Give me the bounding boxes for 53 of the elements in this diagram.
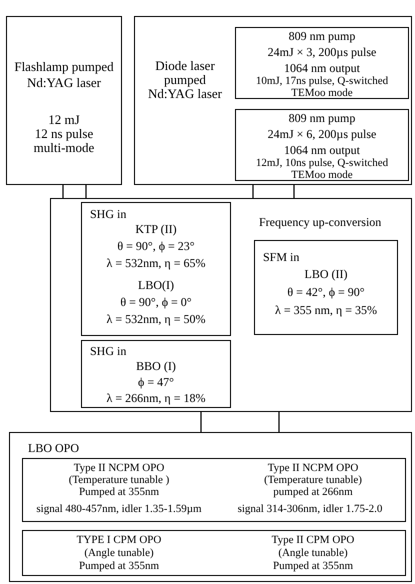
connector-line <box>278 412 280 432</box>
laser-box <box>134 16 412 185</box>
opo-box <box>22 458 406 522</box>
box-text: LBO(I) <box>138 277 174 294</box>
box-text: Flashlamp pumped Nd:YAG laser <box>13 59 115 91</box>
crystal-box <box>81 340 231 408</box>
connector-line <box>62 185 64 198</box>
box-text: Type II CPM OPO (Angle tunable) Pumped at 355nm <box>270 534 356 573</box>
box-text: multi-mode <box>32 141 96 155</box>
box-text: signal 314-306nm, idler 1.75-2.0 <box>236 502 384 516</box>
box-text: 12mJ, 10ns pulse, Q-switched TEMoo mode <box>254 157 390 181</box>
connector-line <box>293 185 295 198</box>
opo-box <box>22 530 406 576</box>
box-text: SFM in <box>262 249 300 265</box>
crystal-box <box>81 202 231 336</box>
box-text: Type II NCPM OPO (Temperature tunable) pumped at 266nm <box>263 462 363 498</box>
connector-line <box>85 185 87 198</box>
box-text: 1064 nm output <box>284 61 360 75</box>
box-text: Type II NCPM OPO (Temperature tunable ) Pumped at 355nm <box>68 462 170 498</box>
box-text: λ = 355 nm, η = 35% <box>275 302 377 319</box>
specification-box <box>235 109 409 181</box>
box-text: θ = 90°, ϕ = 0° <box>120 294 192 311</box>
box-text: λ = 532nm, η = 65% <box>106 255 206 272</box>
box-text: TYPE I CPM OPO (Angle tunable) Pumped at 355nm <box>76 534 162 573</box>
box-text: KTP (II) <box>135 221 177 238</box>
box-text: 10mJ, 17ns pulse, Q-switched TEMoo mode <box>254 75 390 99</box>
box-text: 809 nm pump <box>288 111 356 126</box>
box-text: LBO OPO <box>28 441 80 455</box>
box-text: ϕ = 47° <box>138 374 174 390</box>
box-text: SHG in <box>89 344 126 358</box>
box-text: 809 nm pump <box>288 29 356 44</box>
box-text: Frequency up-conversion <box>259 215 382 229</box>
box-text: λ = 266nm, η = 18% <box>106 390 206 406</box>
box-text: SHG in <box>89 207 126 221</box>
box-text: 24mJ × 6, 200µs pulse <box>268 126 376 143</box>
crystal-box <box>254 240 398 335</box>
box-text: LBO (II) <box>304 266 348 283</box>
box-text: BBO (I) <box>136 358 176 374</box>
box-text: θ = 90°, ϕ = 23° <box>117 238 195 255</box>
specification-box <box>235 27 409 99</box>
group-box <box>9 432 412 582</box>
box-text: 12 mJ <box>47 113 81 127</box>
box-text: θ = 42°, ϕ = 90° <box>287 284 365 301</box>
box-text: 24mJ × 3, 200µs pulse <box>268 44 376 61</box>
box-text: λ = 532nm, η = 50% <box>106 311 206 328</box>
connector-line <box>252 185 254 198</box>
connector-line <box>200 412 202 432</box>
box-text: signal 480-457nm, idler 1.35-1.59µm <box>35 502 203 516</box>
laser-box <box>6 16 122 185</box>
box-text: Diode laser pumped Nd:YAG laser <box>146 59 223 101</box>
group-box <box>50 198 412 412</box>
box-text: 1064 nm output <box>284 143 360 157</box>
box-text: 12 ns pulse <box>34 127 94 141</box>
